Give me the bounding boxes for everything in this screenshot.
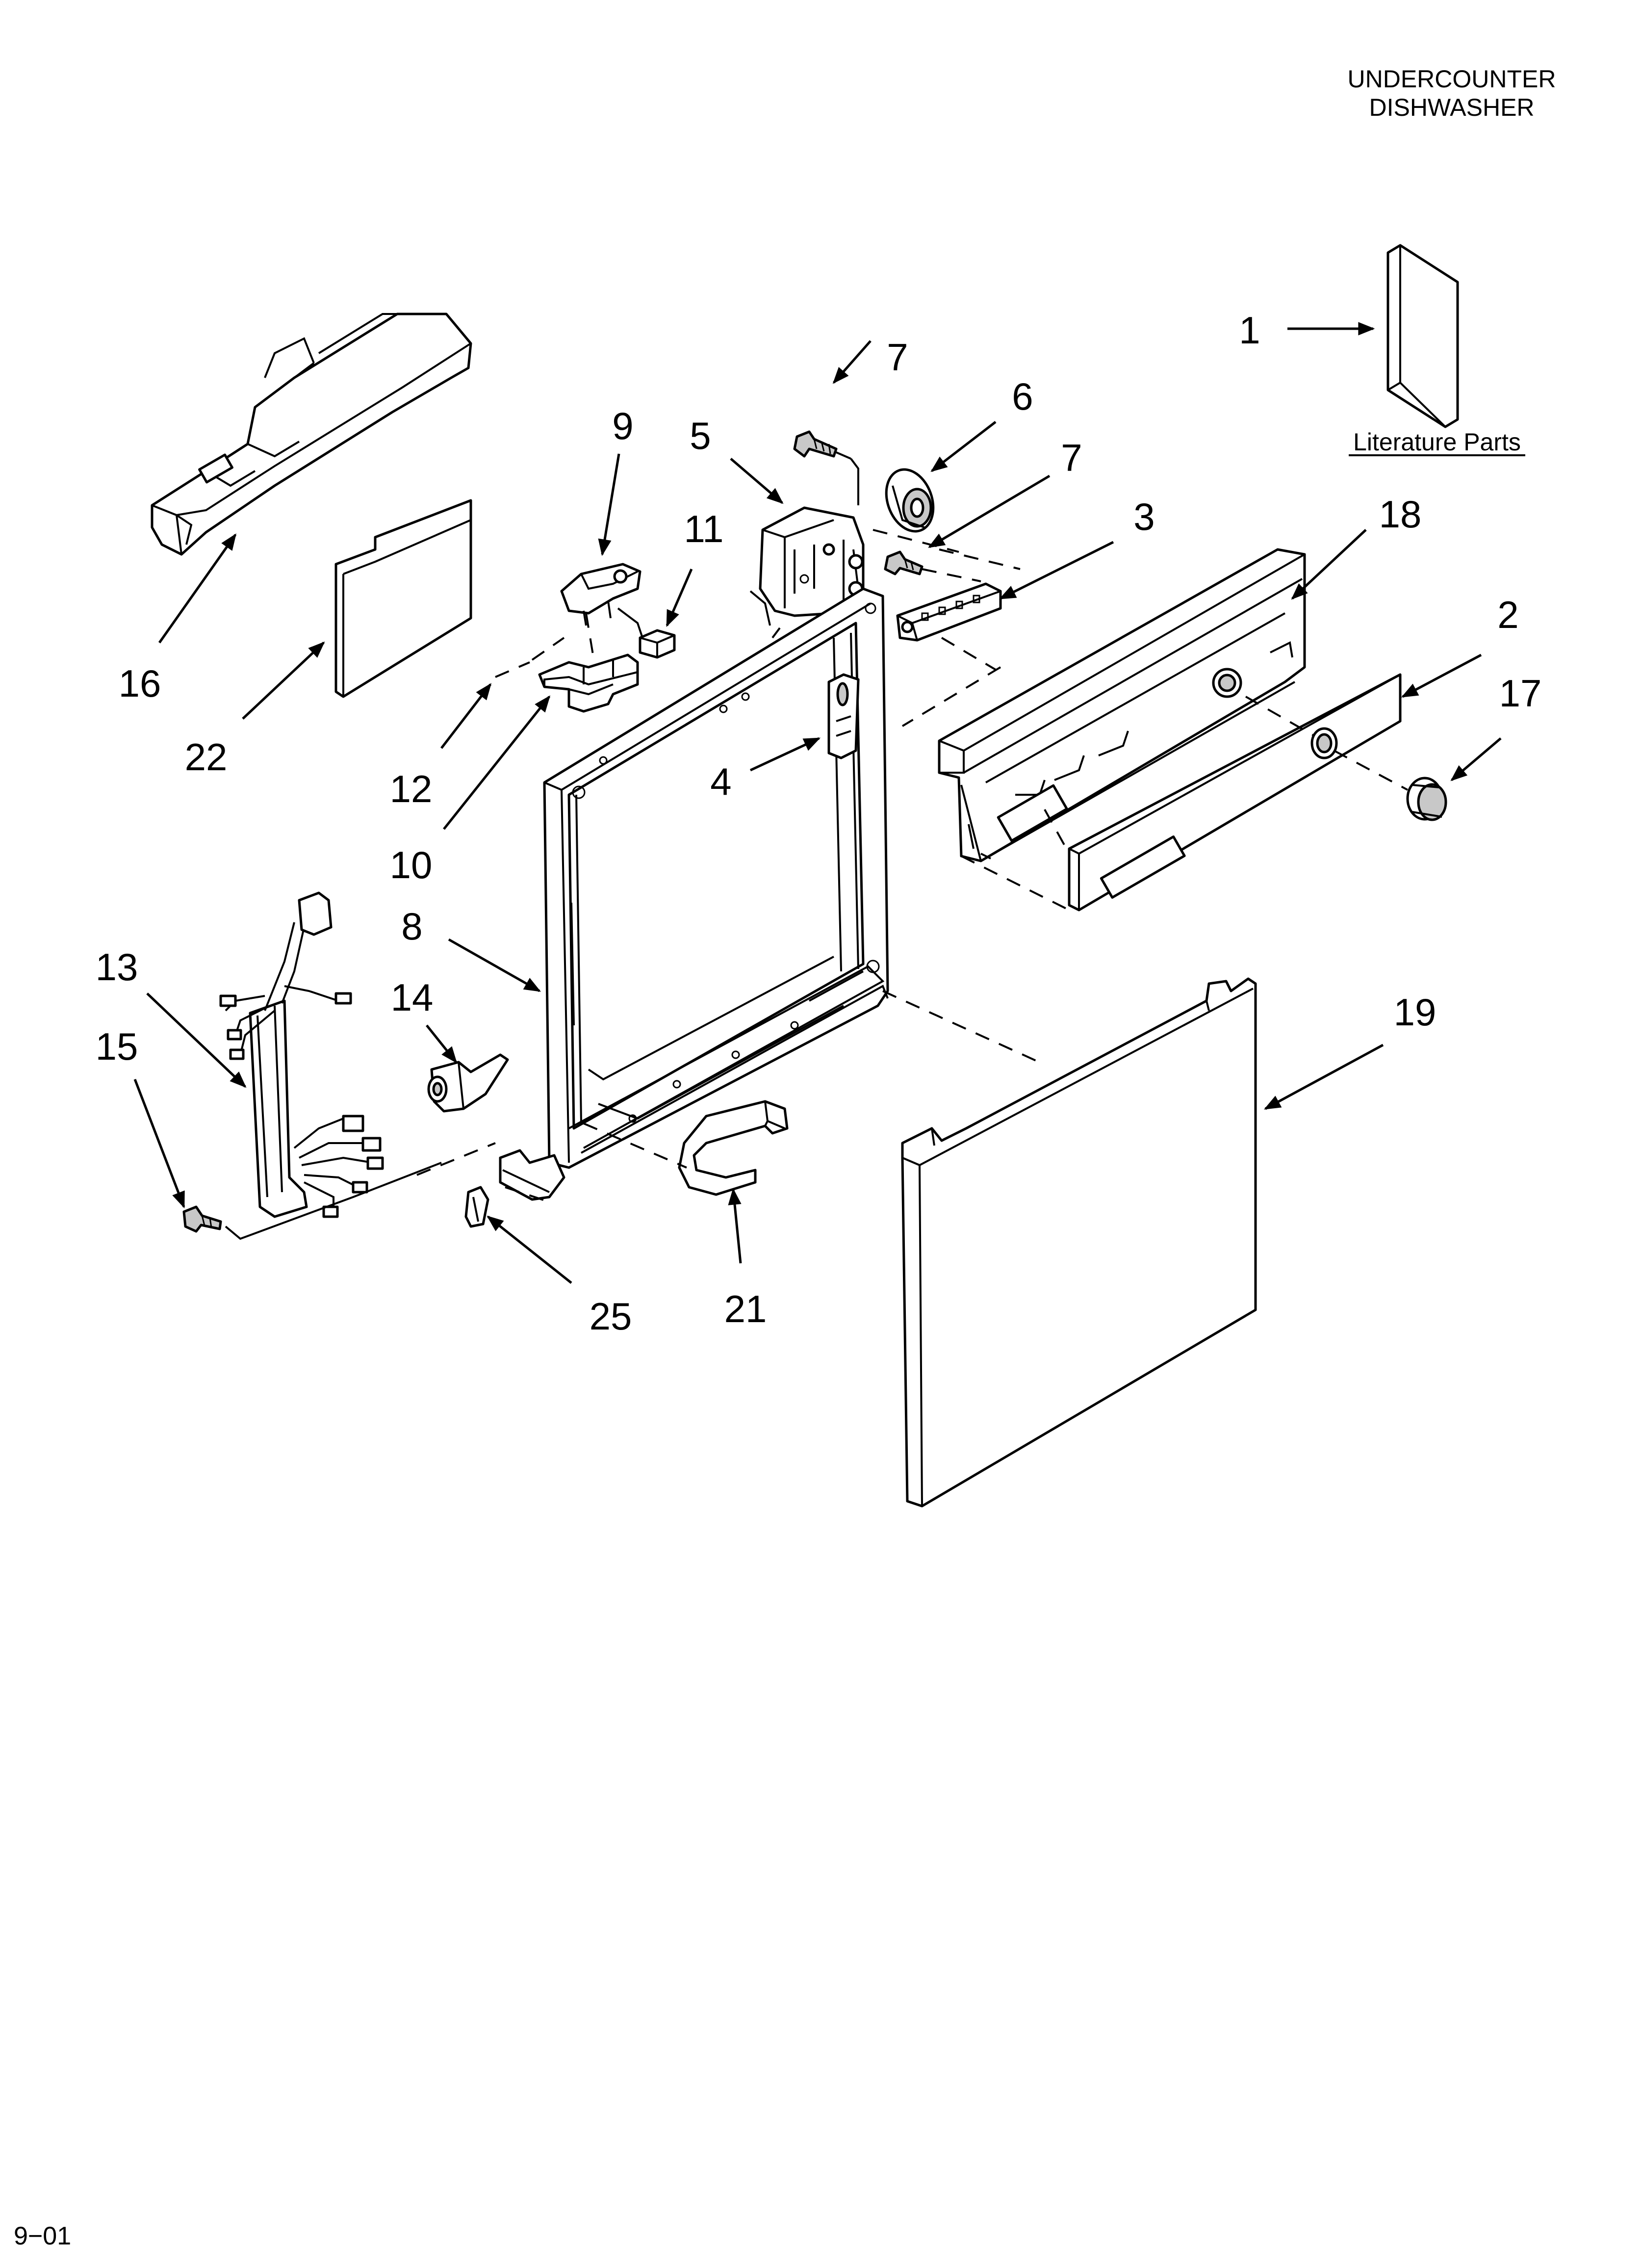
callout-4: 4 — [710, 760, 731, 803]
part-4-door-strike — [827, 673, 860, 759]
alignment-lines — [505, 529, 1408, 1203]
callout-12: 12 — [390, 767, 433, 810]
callout-1: 1 — [1239, 309, 1260, 352]
callout-6: 6 — [1012, 375, 1033, 418]
part-18-control-panel — [938, 548, 1306, 862]
callout-9: 9 — [612, 404, 633, 447]
callout-11: 11 — [684, 507, 724, 550]
part-12-guide-line — [531, 637, 565, 661]
part-25-clip — [464, 1186, 489, 1228]
callout-8: 8 — [401, 905, 422, 948]
harness-to-frame-dashed — [416, 1142, 496, 1176]
part-7-screw-top — [793, 430, 851, 460]
callout-14: 14 — [391, 976, 434, 1019]
part-9-latch — [560, 563, 641, 626]
harness-bracket-line — [225, 1162, 442, 1240]
part-7-screw-middle — [884, 550, 924, 575]
callout-7-middle: 7 — [1061, 436, 1082, 479]
part-3-switch-bracket — [896, 582, 1002, 642]
callout-18: 18 — [1379, 493, 1422, 536]
callout-17: 17 — [1499, 672, 1542, 715]
part-2-panel-overlay — [1068, 673, 1402, 912]
literature-parts-label: Literature Parts — [1353, 428, 1521, 456]
footer-code: 9−01 — [14, 2222, 71, 2250]
part-15-screw — [182, 1205, 222, 1233]
callout-3: 3 — [1133, 495, 1155, 538]
part-19-outer-door-panel — [901, 977, 1257, 1508]
part-17-knob — [1406, 777, 1447, 821]
part-12-pin — [495, 661, 530, 678]
screw-to-bracket-line — [850, 458, 859, 505]
callout-15: 15 — [96, 1025, 138, 1068]
part-22-insulation-panel — [334, 499, 472, 698]
part-1-literature-booklet — [1386, 244, 1459, 428]
part-8-inner-door-frame — [499, 587, 889, 1201]
callout-numbers: 1 2 3 4 5 6 7 7 8 9 10 11 12 13 14 15 16… — [96, 309, 1542, 1338]
header-line-1: UNDERCOUNTER — [1348, 65, 1556, 93]
callout-19: 19 — [1394, 991, 1437, 1034]
leader-arrows — [133, 322, 1502, 1284]
part-16-housing — [151, 313, 472, 556]
part-13-wire-harness — [219, 891, 384, 1218]
callout-10: 10 — [390, 843, 433, 886]
part-5-control-bracket — [749, 506, 865, 639]
part-14-motor — [427, 1053, 509, 1113]
callout-21: 21 — [724, 1287, 767, 1330]
callout-5: 5 — [690, 414, 711, 457]
part-10-latch-housing — [538, 653, 639, 713]
part-21-door-handle — [678, 1100, 789, 1196]
callout-22: 22 — [185, 735, 228, 779]
callout-16: 16 — [119, 662, 161, 705]
callout-7-top: 7 — [887, 336, 908, 379]
callout-2: 2 — [1497, 593, 1518, 636]
callout-13: 13 — [96, 945, 138, 989]
part-11-switch — [617, 607, 676, 659]
callout-25: 25 — [590, 1295, 632, 1338]
part-6-timer-dial — [885, 468, 935, 533]
header-line-2: DISHWASHER — [1369, 94, 1534, 121]
